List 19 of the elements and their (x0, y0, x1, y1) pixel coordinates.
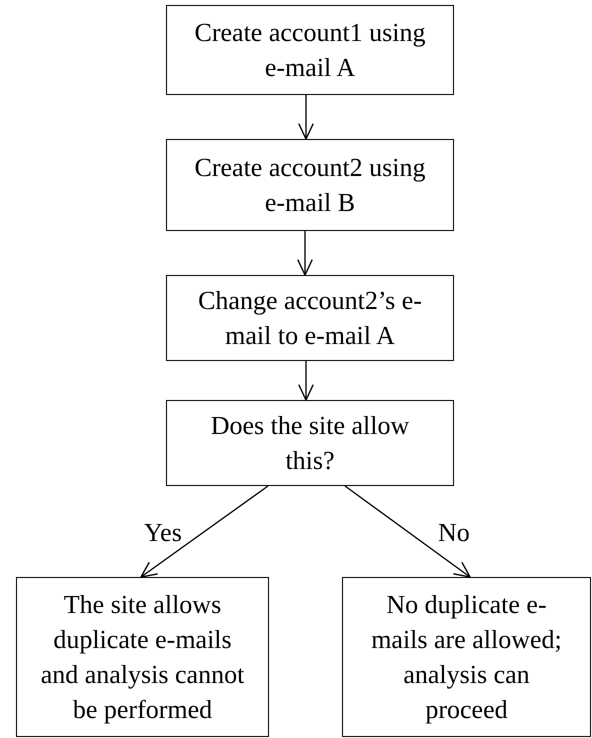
decision-box (166, 400, 454, 486)
process-box (16, 577, 269, 737)
process-box (166, 275, 454, 361)
arrow (344, 485, 471, 578)
box-text: No duplicate e-mails are allowed; analysis can proceed (370, 589, 563, 726)
process-box (166, 5, 454, 95)
edge-label: No (438, 520, 470, 546)
box-text: Create account2 using e-mail B (193, 152, 427, 219)
arrow (297, 231, 313, 276)
process-box (342, 577, 591, 737)
box-text: The site allows duplicate e-mails and analysis cannot be performed (40, 589, 246, 726)
box-text: Change account2’s e-mail to e-mail A (197, 285, 423, 352)
arrow (298, 361, 314, 401)
edge-label: Yes (144, 520, 182, 546)
arrow (140, 485, 268, 578)
arrow (298, 95, 314, 140)
box-text: Does the site allow this? (210, 410, 410, 477)
process-box (166, 139, 454, 231)
box-text: Create account1 using e-mail A (193, 17, 427, 84)
